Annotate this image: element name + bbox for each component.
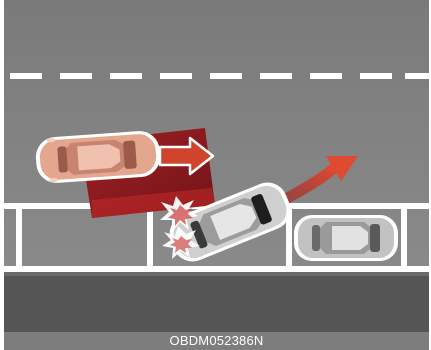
approaching-car <box>35 130 162 185</box>
curb-band <box>4 272 429 332</box>
parked-car <box>294 215 398 261</box>
dashed-lane-line <box>10 73 429 79</box>
curb-edge <box>4 272 429 276</box>
caption-bar: OBDM052386N <box>4 332 429 350</box>
figure-code-caption: OBDM052386N <box>4 332 429 350</box>
